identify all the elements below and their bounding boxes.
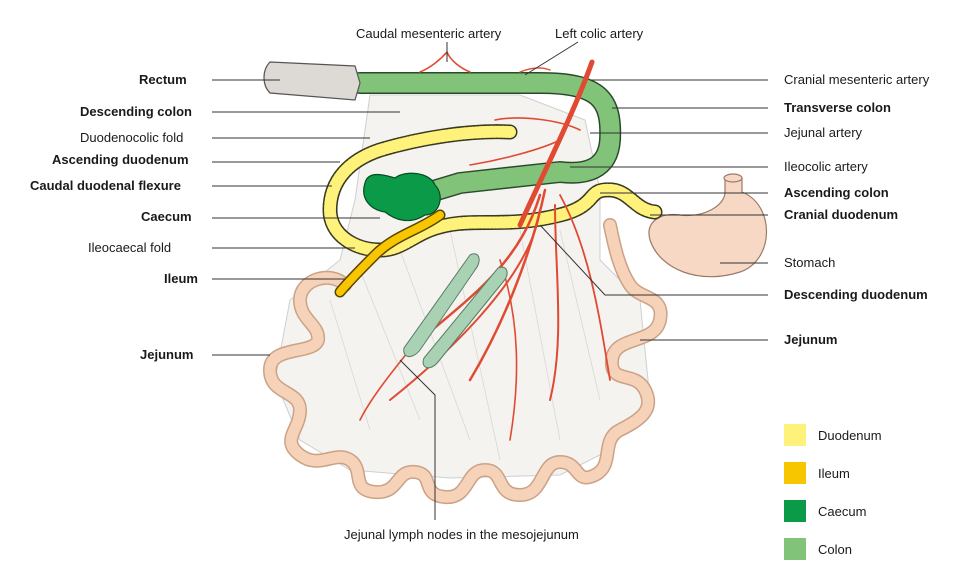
label-ascending-colon: Ascending colon xyxy=(784,185,889,200)
label-ileocolic-artery: Ileocolic artery xyxy=(784,159,868,174)
label-jejunum-right: Jejunum xyxy=(784,332,838,347)
label-jejunum-left: Jejunum xyxy=(140,347,194,362)
label-ileum: Ileum xyxy=(164,271,198,286)
legend: Duodenum Ileum Caecum Colon xyxy=(784,416,882,568)
legend-swatch xyxy=(784,538,806,560)
label-ascending-duodenum: Ascending duodenum xyxy=(52,152,189,167)
label-rectum: Rectum xyxy=(139,72,187,87)
label-caudal-mesenteric-artery: Caudal mesenteric artery xyxy=(356,26,502,41)
duodenum-core xyxy=(325,127,659,255)
label-descending-colon: Descending colon xyxy=(80,104,192,119)
stomach-cardia xyxy=(723,173,743,183)
label-ileocaecal-fold: Ileocaecal fold xyxy=(88,240,172,255)
label-transverse-colon: Transverse colon xyxy=(784,100,891,115)
caecum xyxy=(363,172,441,222)
lymph-node-2 xyxy=(422,266,508,369)
legend-item-ileum: Ileum xyxy=(784,454,882,492)
rectum xyxy=(263,61,361,101)
legend-swatch xyxy=(784,424,806,446)
label-caecum: Caecum xyxy=(141,209,192,224)
label-jejunal-artery: Jejunal artery xyxy=(784,125,863,140)
leader-lines xyxy=(212,41,768,520)
legend-item-caecum: Caecum xyxy=(784,492,882,530)
lymph-node-1 xyxy=(403,253,480,357)
legend-label: Caecum xyxy=(818,503,867,519)
legend-swatch xyxy=(784,462,806,484)
label-stomach: Stomach xyxy=(784,255,836,270)
ileum-fill xyxy=(336,211,444,296)
label-caudal-duodenal-flexure: Caudal duodenal flexure xyxy=(30,178,181,193)
colon-fill xyxy=(350,73,620,205)
label-jejunal-lymph-nodes: Jejunal lymph nodes in the mesojejunum xyxy=(344,527,579,542)
legend-label: Duodenum xyxy=(818,427,882,443)
legend-label: Ileum xyxy=(818,465,850,481)
label-left-colic-artery: Left colic artery xyxy=(555,26,644,41)
label-descending-duodenum: Descending duodenum xyxy=(784,287,928,302)
legend-label: Colon xyxy=(818,541,852,557)
label-cranial-mesenteric-artery: Cranial mesenteric artery xyxy=(784,72,930,87)
label-cranial-duodenum: Cranial duodenum xyxy=(784,207,899,222)
legend-swatch xyxy=(784,500,806,522)
label-duodenocolic-fold: Duodenocolic fold xyxy=(80,130,184,145)
jejunum-fill xyxy=(264,219,667,503)
legend-item-colon: Colon xyxy=(784,530,882,568)
legend-item-duodenum: Duodenum xyxy=(784,416,882,454)
